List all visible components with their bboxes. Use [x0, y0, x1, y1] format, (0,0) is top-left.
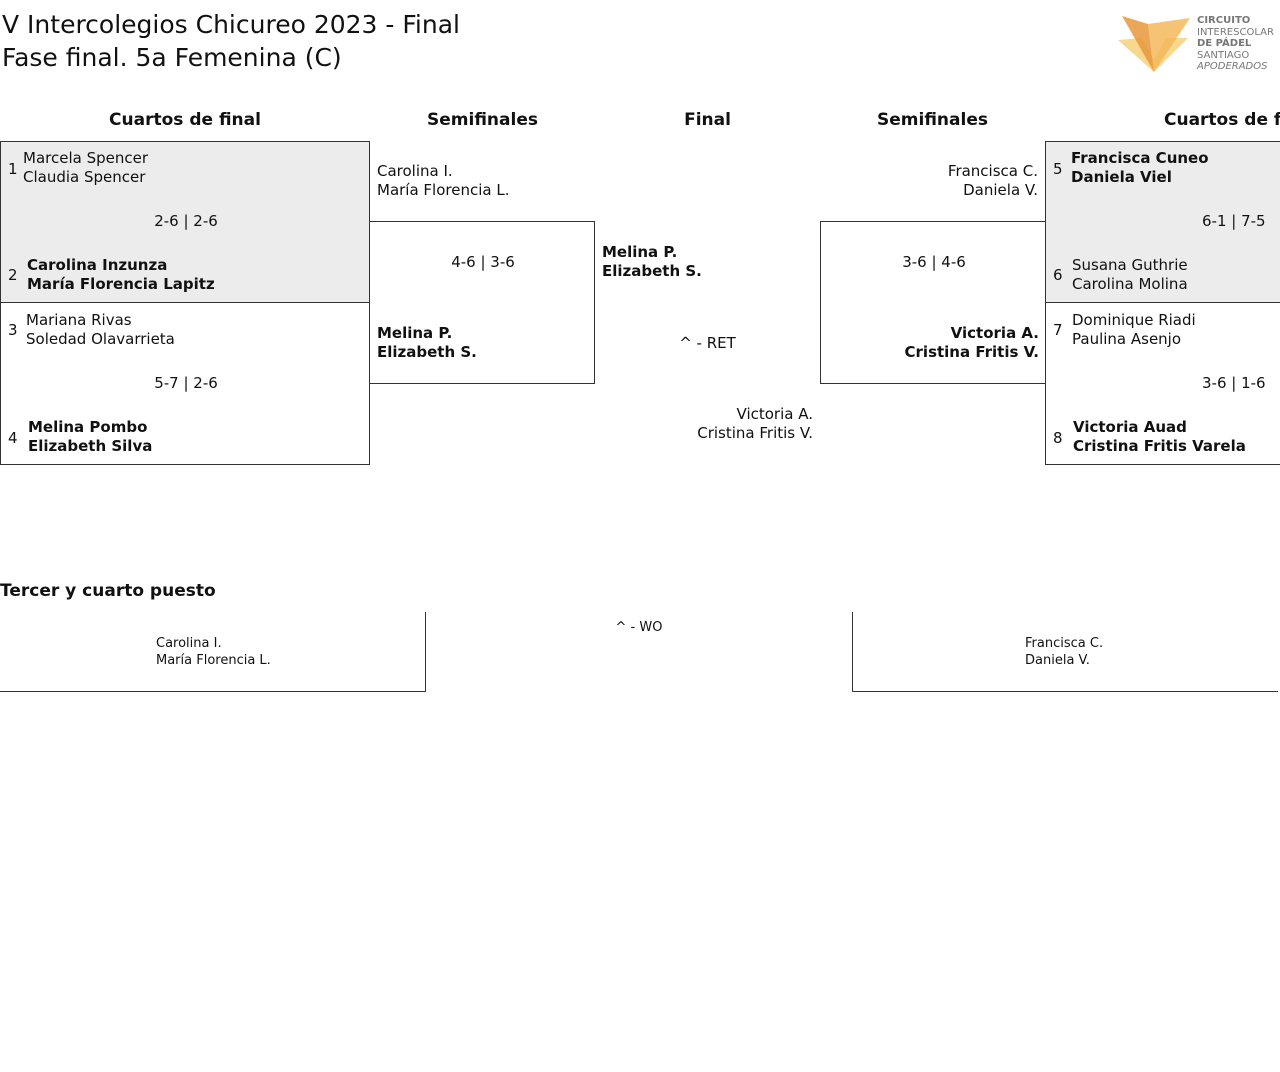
- winner-player: Daniela Viel: [1071, 168, 1172, 186]
- seed-number: 8: [1053, 429, 1063, 447]
- finalist-player: Cristina Fritis V.: [697, 424, 813, 442]
- match-score: 6-1 | 7-5: [1202, 212, 1266, 230]
- team-player: María Florencia L.: [377, 181, 510, 199]
- match-box-sf-left: 4-6 | 3-6 Melina P. Elizabeth S.: [369, 221, 595, 384]
- team-player: Marcela Spencer: [23, 149, 148, 167]
- winner-player: Elizabeth Silva: [28, 437, 153, 455]
- match-score: 3-6 | 1-6: [1202, 374, 1266, 392]
- column-header-sf-right: Semifinales: [877, 110, 988, 130]
- winner-player: Carolina Inzunza: [27, 256, 168, 274]
- seed-number: 6: [1053, 266, 1063, 284]
- section-title-third-place: Tercer y cuarto puesto: [0, 581, 216, 601]
- bracket-line: [425, 612, 426, 692]
- team-player: Daniela V.: [963, 181, 1038, 199]
- logo-emblem-icon: [1118, 16, 1190, 72]
- bracket-line: [852, 691, 1278, 692]
- seed-number: 4: [8, 429, 18, 447]
- seed-number: 5: [1053, 160, 1063, 178]
- column-header-final: Final: [684, 110, 731, 130]
- page-title: V Intercolegios Chicureo 2023 - Final: [2, 10, 460, 39]
- winner-player: Victoria Auad: [1073, 418, 1187, 436]
- team-player: Carolina I.: [156, 636, 222, 651]
- winner-player: María Florencia Lapitz: [27, 275, 215, 293]
- team-player: Mariana Rivas: [26, 311, 132, 329]
- logo-text-line3: DE PÁDEL: [1197, 38, 1252, 49]
- team-player: Soledad Olavarrieta: [26, 330, 175, 348]
- logo-text-line2: INTERESCOLAR: [1197, 26, 1274, 38]
- match-score: 2-6 | 2-6: [154, 212, 218, 230]
- seed-number: 7: [1053, 321, 1063, 339]
- match-box-qf3: 5 Francisca Cuneo Daniela Viel 6-1 | 7-5…: [1045, 141, 1280, 303]
- team-player: Susana Guthrie: [1072, 256, 1188, 274]
- logo-text-line5: APODERADOS: [1197, 61, 1268, 72]
- team-player: Claudia Spencer: [23, 168, 146, 186]
- match-box-qf2: 3 Mariana Rivas Soledad Olavarrieta 5-7 …: [0, 302, 370, 465]
- team-player: Francisca C.: [947, 162, 1038, 180]
- team-player: Carolina Molina: [1072, 275, 1188, 293]
- seed-number: 3: [8, 321, 18, 339]
- winner-player: Melina P.: [377, 324, 453, 342]
- column-header-sf-left: Semifinales: [427, 110, 538, 130]
- finalist-player: Victoria A.: [736, 405, 813, 423]
- finalist-player: Elizabeth S.: [602, 262, 702, 280]
- winner-player: Cristina Fritis V.: [904, 343, 1039, 361]
- logo-text-line4: SANTIAGO: [1197, 49, 1250, 61]
- match-box-qf1: 1 Marcela Spencer Claudia Spencer 2-6 | …: [0, 141, 370, 303]
- column-header-qf-left: Cuartos de final: [109, 110, 261, 130]
- team-player: Paulina Asenjo: [1072, 330, 1182, 348]
- match-score: 4-6 | 3-6: [451, 253, 515, 271]
- match-box-qf4: 7 Dominique Riadi Paulina Asenjo 3-6 | 1…: [1045, 302, 1280, 465]
- column-header-qf-right: Cuartos de final: [1164, 110, 1280, 130]
- finalist-player: Melina P.: [602, 243, 678, 261]
- winner-player: Victoria A.: [950, 324, 1039, 342]
- page-subtitle: Fase final. 5a Femenina (C): [2, 43, 342, 72]
- match-score: 3-6 | 4-6: [902, 253, 966, 271]
- team-player: Dominique Riadi: [1072, 311, 1196, 329]
- seed-number: 2: [8, 266, 18, 284]
- team-player: Francisca C.: [1025, 636, 1104, 651]
- team-player: María Florencia L.: [156, 653, 271, 668]
- third-place-result: ^ - WO: [615, 620, 663, 635]
- logo: CIRCUITO INTERESCOLAR DE PÁDEL SANTIAGO …: [1118, 14, 1280, 76]
- bracket-line: [0, 691, 426, 692]
- winner-player: Francisca Cuneo: [1071, 149, 1209, 167]
- winner-player: Melina Pombo: [28, 418, 148, 436]
- match-score: 5-7 | 2-6: [154, 374, 218, 392]
- team-player: Carolina I.: [377, 162, 453, 180]
- winner-player: Cristina Fritis Varela: [1073, 437, 1246, 455]
- team-player: Daniela V.: [1025, 653, 1090, 668]
- final-result: ^ - RET: [679, 334, 736, 352]
- winner-player: Elizabeth S.: [377, 343, 477, 361]
- logo-text-line1: CIRCUITO: [1197, 15, 1251, 26]
- seed-number: 1: [8, 160, 18, 178]
- bracket-line: [852, 612, 853, 692]
- match-box-sf-right: 3-6 | 4-6 Victoria A. Cristina Fritis V.: [820, 221, 1046, 384]
